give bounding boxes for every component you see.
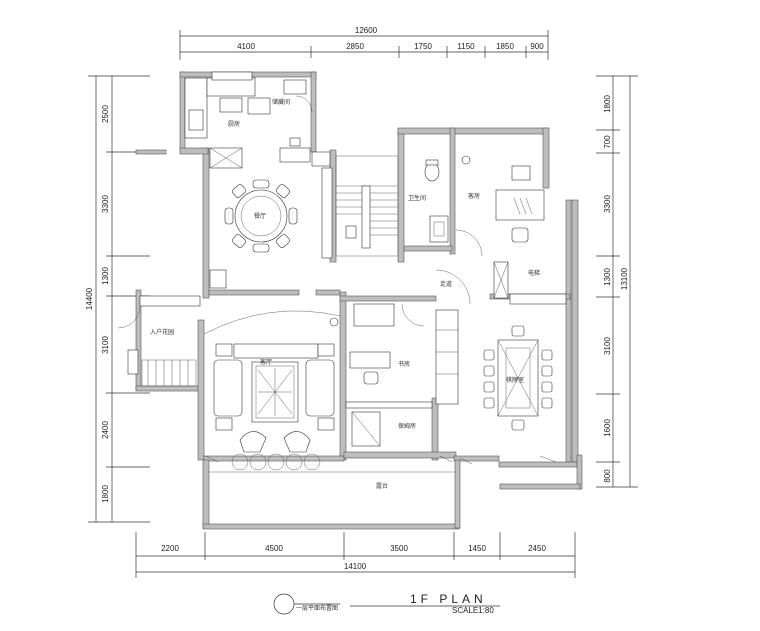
terrace: 露台	[205, 455, 557, 490]
dining-set	[209, 167, 333, 289]
right-dim-4: 1300	[603, 268, 612, 286]
powder-room-fixtures: 卫生间	[408, 159, 449, 243]
drawing-scale: SCALE1:80	[452, 606, 494, 615]
room-label-terrace: 露台	[376, 482, 388, 490]
left-dim-4: 3100	[101, 336, 110, 354]
right-dim-1: 1800	[603, 95, 612, 113]
room-label-elevator: 电梯	[528, 269, 540, 277]
drawing-title: 1F PLAN	[410, 592, 487, 606]
room-label-entry: 入户花园	[150, 328, 174, 336]
mahjong-room-furniture: 棋牌室	[483, 325, 553, 431]
left-dimension-chain: 14400 2500 3300 1300 3100 2400 1800	[85, 75, 150, 523]
room-label-dining: 餐厅	[254, 212, 266, 220]
top-dim-5: 1850	[496, 42, 514, 51]
right-dimension-chain: 13100 1800 700 3300 1300 3100 1600 800	[596, 75, 638, 488]
room-label-hall: 走道	[440, 280, 452, 288]
living-room-furniture: 客厅	[203, 310, 341, 471]
bottom-dimension-chain: 2200 4500 3500 1450 2450 14100	[135, 532, 576, 578]
room-label-study: 书房	[398, 360, 410, 368]
left-dim-2: 3300	[101, 195, 110, 213]
bottom-total-dim: 14100	[344, 562, 367, 571]
left-dim-3: 1300	[101, 267, 110, 285]
top-dim-6: 900	[530, 42, 544, 51]
guest-room-furniture: 客房	[455, 155, 545, 257]
bottom-dim-4: 1450	[468, 544, 486, 553]
right-total-dim: 13100	[620, 267, 629, 290]
top-dim-1: 4100	[237, 42, 255, 51]
left-total-dim: 14400	[85, 287, 94, 310]
bottom-dim-2: 4500	[265, 544, 283, 553]
room-label-living: 客厅	[260, 358, 272, 366]
drawing-title-block: 一层平面布置图 1F PLAN SCALE1:80	[273, 592, 500, 615]
room-label-guest: 客房	[468, 192, 480, 200]
left-dim-6: 1800	[101, 485, 110, 503]
bottom-dim-3: 3500	[390, 544, 408, 553]
right-dim-3: 3300	[603, 195, 612, 213]
top-dimension-chain: 12600 4100 2850 1750 1150 1850 900	[179, 26, 549, 60]
room-label-kitchen: 厨房	[228, 120, 240, 128]
stairs	[335, 155, 399, 257]
study-furniture: 书房	[345, 303, 433, 409]
top-total-dim: 12600	[355, 26, 378, 35]
bottom-dim-5: 2450	[528, 544, 546, 553]
right-dim-5: 3100	[603, 337, 612, 355]
top-dim-4: 1150	[457, 42, 475, 51]
right-dim-2: 700	[603, 135, 612, 149]
drawing-caption: 一层平面布置图	[296, 604, 338, 612]
bottom-dim-1: 2200	[161, 544, 179, 553]
room-label-maid: 保姆房	[398, 422, 416, 430]
maid-room-furniture: 保姆房	[351, 411, 416, 447]
hallway: 走道 储藏间	[272, 98, 471, 405]
left-dim-5: 2400	[101, 421, 110, 439]
top-dim-2: 2850	[346, 42, 364, 51]
right-dim-6: 1600	[603, 419, 612, 437]
top-dim-3: 1750	[414, 42, 432, 51]
room-label-mahjong: 棋牌室	[506, 376, 524, 384]
room-label-pantry: 储藏间	[272, 98, 290, 106]
elevator: 电梯	[493, 261, 567, 305]
room-label-powder: 卫生间	[408, 194, 426, 202]
left-dim-1: 2500	[101, 105, 110, 123]
kitchen-fixtures	[184, 71, 331, 169]
entry-garden: 入户花园	[117, 295, 201, 387]
right-dim-7: 800	[603, 469, 612, 483]
